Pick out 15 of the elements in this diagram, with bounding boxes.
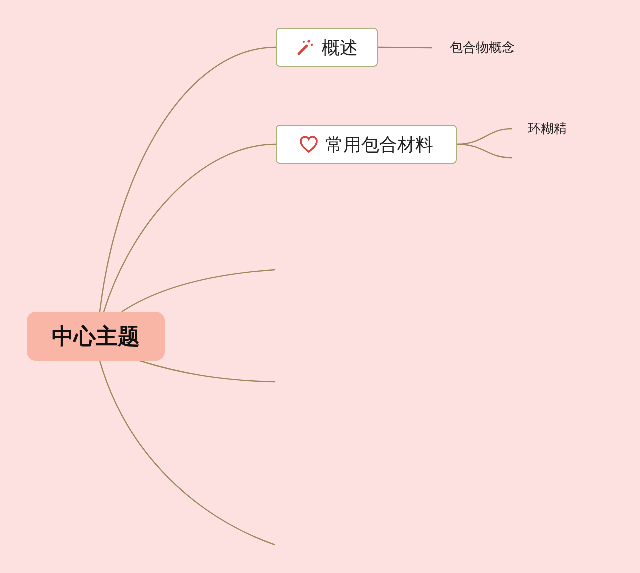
branch-line [103,144,276,312]
topic-label: 中心主题 [52,324,140,352]
branch-line [99,46,276,312]
subtopic-text: 环糊精 [512,119,592,139]
branch-line [456,144,512,159]
central-topic-box [27,312,165,361]
topic-label: 概述 [322,36,358,60]
topic-box [276,28,378,67]
branch-line [378,46,432,49]
topic-label: 常用包合材料 [326,134,434,156]
branch-line [140,360,276,383]
subtopic-text: 包合物概念 [432,38,542,58]
branch-line [122,269,276,313]
branch-line [99,360,276,546]
topic-box [276,125,457,164]
